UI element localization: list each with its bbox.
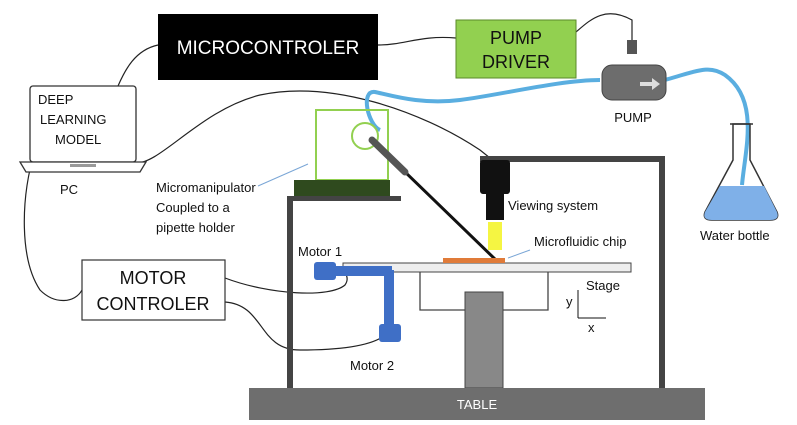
cable-pc-camera <box>134 90 491 164</box>
cable-pc-motorcontroller <box>23 149 83 302</box>
camera-body <box>480 160 510 194</box>
stage-label: Stage <box>586 278 620 293</box>
motor1-label: Motor 1 <box>298 244 342 259</box>
pump-arrow-icon <box>640 78 660 90</box>
microcontroller-label: MICROCONTROLER <box>177 38 360 59</box>
motor2-label: Motor 2 <box>350 358 394 373</box>
viewing-system-label: Viewing system <box>508 198 598 213</box>
cable-pumpdriver-pump <box>575 13 633 40</box>
camera-lens <box>486 194 504 220</box>
setup-frame <box>287 156 665 388</box>
micromanipulator-pointer <box>257 163 309 187</box>
microcontroller-box <box>158 14 378 80</box>
micromanipulator-label-line3: pipette holder <box>156 220 235 235</box>
pump-connector <box>627 40 637 54</box>
cable-pc-microcontroller <box>117 44 159 87</box>
motor-controller-label-line2: CONTROLER <box>96 294 209 314</box>
water-bottle <box>703 123 779 221</box>
micromanipulator-knob <box>351 122 379 150</box>
microfluidic-chip-label: Microfluidic chip <box>534 234 626 249</box>
pc-screen-line1: DEEP <box>38 92 73 107</box>
pc-screen-line2: LEARNING <box>40 112 106 127</box>
micromanipulator-base <box>294 180 390 196</box>
stage-column <box>464 291 504 389</box>
motor1-rail <box>336 266 392 276</box>
pump-body <box>601 64 667 101</box>
viewing-light <box>488 222 502 250</box>
motor1 <box>314 262 336 280</box>
motor2-rail <box>384 270 394 324</box>
pc-laptop-icon <box>18 85 148 173</box>
pump-driver-box <box>455 19 577 79</box>
table <box>249 388 705 420</box>
motor2 <box>379 324 401 342</box>
axis-x-label: x <box>588 320 595 335</box>
motor-controller-label-line1: MOTOR <box>120 268 187 288</box>
pump-driver-label-line2: DRIVER <box>482 52 550 72</box>
pipette-holder <box>368 136 409 176</box>
pump-label: PUMP <box>614 110 652 125</box>
tube-pump-to-pipette <box>364 78 601 132</box>
pump-driver-label-line1: PUMP <box>490 28 542 48</box>
table-label: TABLE <box>457 397 498 412</box>
chip-pointer <box>507 249 531 259</box>
cable-microcontroller-pumpdriver <box>377 36 457 46</box>
tube-pump-to-bottle <box>664 67 750 186</box>
pc-screen-line3: MODEL <box>55 132 101 147</box>
micromanipulator-label-line1: Micromanipulator <box>156 180 256 195</box>
motor-controller-box <box>81 259 226 321</box>
microfluidic-chip <box>443 258 505 263</box>
pc-label: PC <box>60 182 78 197</box>
cable-motorcontroller-motor2 <box>224 301 391 351</box>
micromanipulator-label-line2: Coupled to a <box>156 200 230 215</box>
axis-y-label: y <box>566 294 573 309</box>
water-bottle-label: Water bottle <box>700 228 770 243</box>
